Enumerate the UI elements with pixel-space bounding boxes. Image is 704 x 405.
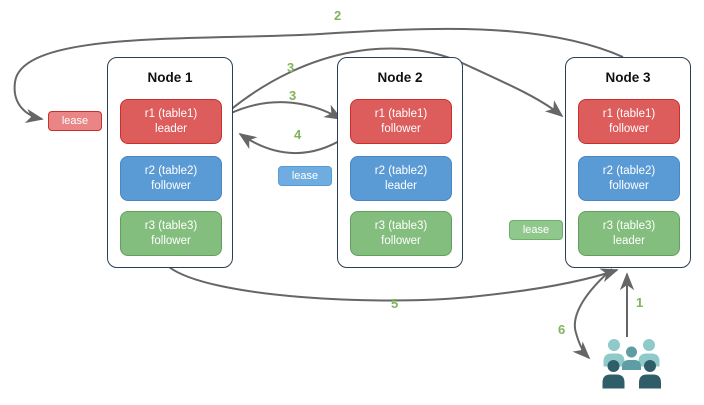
replica-role: follower bbox=[381, 234, 421, 247]
node-1-title: Node 1 bbox=[147, 70, 193, 85]
arrow-step6-node3-to-users bbox=[572, 268, 613, 360]
arrow-step3-leader-to-node2 bbox=[228, 101, 343, 120]
replica-role: follower bbox=[609, 122, 649, 135]
node-2-replica-r1: r1 (table1) follower bbox=[350, 99, 452, 144]
step-label-4: 4 bbox=[294, 127, 302, 142]
arrow-step3-leader-to-node3 bbox=[228, 47, 564, 118]
arrow-step5-node1-to-node3 bbox=[168, 266, 619, 302]
node-3: Node 3 r1 (table1) follower r2 (table2) … bbox=[565, 57, 691, 268]
lease-badge-table2: lease bbox=[278, 166, 332, 186]
node-3-replica-r1: r1 (table1) follower bbox=[578, 99, 680, 144]
node-1-replica-r1: r1 (table1) leader bbox=[120, 99, 222, 144]
node-3-title: Node 3 bbox=[605, 70, 651, 85]
node-3-replica-r2: r2 (table2) follower bbox=[578, 156, 680, 201]
step-label-6: 6 bbox=[558, 322, 566, 337]
replica-id: r2 (table2) bbox=[602, 164, 656, 177]
replica-role: leader bbox=[385, 179, 417, 192]
replica-id: r2 (table2) bbox=[374, 164, 428, 177]
arrow-step4-node2-to-leader bbox=[238, 132, 347, 155]
step-label-1: 1 bbox=[636, 295, 644, 310]
replica-role: leader bbox=[613, 234, 645, 247]
replica-id: r3 (table3) bbox=[374, 219, 428, 232]
node-3-replica-r3: r3 (table3) leader bbox=[578, 211, 680, 256]
lease-badge-table1: lease bbox=[48, 111, 102, 131]
node-2-replica-r2: r2 (table2) leader bbox=[350, 156, 452, 201]
arrow-step2-node3-to-lease bbox=[13, 27, 624, 124]
replica-role: leader bbox=[155, 122, 187, 135]
node-2-title: Node 2 bbox=[377, 70, 423, 85]
node-1-replica-r2: r2 (table2) follower bbox=[120, 156, 222, 201]
replica-role: follower bbox=[151, 234, 191, 247]
replica-role: follower bbox=[381, 122, 421, 135]
step-label-3a: 3 bbox=[287, 60, 295, 75]
replica-id: r3 (table3) bbox=[144, 219, 198, 232]
replica-id: r3 (table3) bbox=[602, 219, 656, 232]
node-1: Node 1 r1 (table1) leader r2 (table2) fo… bbox=[107, 57, 233, 268]
replica-id: r1 (table1) bbox=[144, 107, 198, 120]
step-label-2: 2 bbox=[334, 8, 342, 23]
node-1-replica-r3: r3 (table3) follower bbox=[120, 211, 222, 256]
step-label-3b: 3 bbox=[289, 88, 297, 103]
replica-id: r1 (table1) bbox=[602, 107, 656, 120]
node-2: Node 2 r1 (table1) follower r2 (table2) … bbox=[337, 57, 463, 268]
lease-badge-table3: lease bbox=[509, 220, 563, 240]
users-icon bbox=[602, 339, 661, 389]
step-label-5: 5 bbox=[391, 296, 399, 311]
replica-id: r1 (table1) bbox=[374, 107, 428, 120]
replica-role: follower bbox=[151, 179, 191, 192]
replica-id: r2 (table2) bbox=[144, 164, 198, 177]
node-2-replica-r3: r3 (table3) follower bbox=[350, 211, 452, 256]
replica-role: follower bbox=[609, 179, 649, 192]
